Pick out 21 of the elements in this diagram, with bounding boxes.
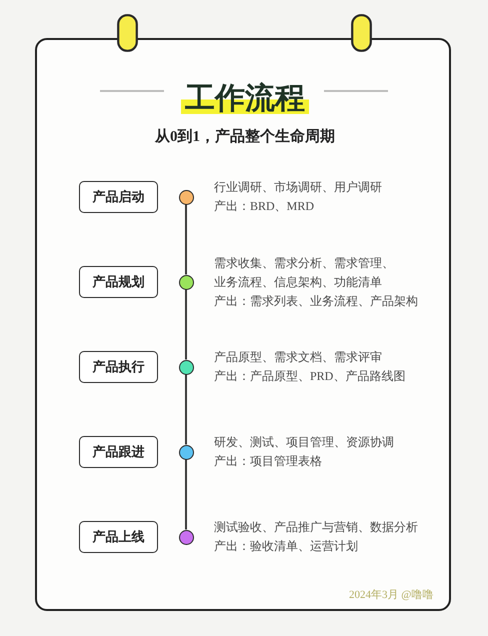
timeline-line [185,290,187,360]
timeline-line [185,374,187,444]
description-text: 研发、测试、项目管理、资源协调 [214,434,394,451]
stage-box: 产品上线 [79,521,158,553]
description-text: 产出：验收清单、运营计划 [214,538,358,555]
description-text: 需求收集、需求分析、需求管理、业务流程、信息架构、功能清单 [214,254,395,290]
description-text: 产出：BRD、MRD [214,198,314,215]
description-text: 产出：产品原型、PRD、产品路线图 [214,368,406,385]
description-text: 产出：项目管理表格 [214,453,322,470]
description-text: 产出：需求列表、业务流程、产品架构 [214,292,418,310]
stage-box: 产品启动 [79,181,158,213]
description-text: 产品原型、需求文档、需求评审 [214,349,382,366]
description-text: 行业调研、市场调研、用户调研 [214,179,382,196]
subtitle: 从0到1，产品整个生命周期 [155,127,335,147]
stage-box: 产品跟进 [79,436,158,468]
stage-box: 产品执行 [79,351,158,383]
description-text: 测试验收、产品推广与营销、数据分析 [214,519,418,536]
timeline-line [185,204,187,274]
timeline-line [185,460,187,530]
footer-note: 2024年3月 @噜噜 [349,588,434,602]
stage-box: 产品规划 [79,266,158,298]
